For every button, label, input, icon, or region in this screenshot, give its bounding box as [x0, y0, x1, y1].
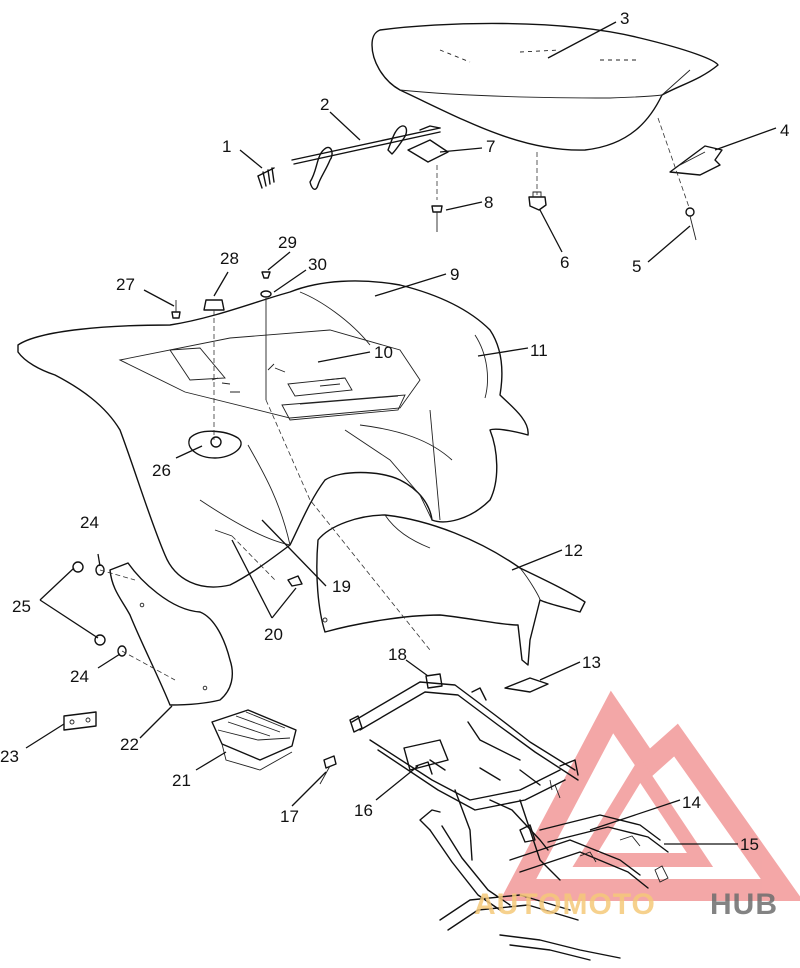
leader-lines [25, 21, 777, 845]
callout-25: 25 [12, 597, 31, 616]
callout-9: 9 [450, 265, 459, 284]
callout-6: 6 [560, 253, 569, 272]
watermark-automoto: AUTOMOTO [474, 888, 656, 921]
callout-19: 19 [332, 577, 351, 596]
callout-24-bottom: 24 [70, 667, 89, 686]
callout-21: 21 [172, 771, 191, 790]
callout-23: 23 [0, 747, 19, 766]
watermark-text: AUTOMOTO HUB [474, 888, 778, 921]
callout-15: 15 [740, 835, 759, 854]
callout-27: 27 [116, 275, 135, 294]
part-labels: 1 2 3 4 5 6 7 8 9 10 11 12 13 14 15 16 1… [0, 9, 789, 854]
callout-28: 28 [220, 249, 239, 268]
callout-30: 30 [308, 255, 327, 274]
callout-4: 4 [780, 121, 789, 140]
callout-16: 16 [354, 801, 373, 820]
callout-1: 1 [222, 137, 231, 156]
callout-17: 17 [280, 807, 299, 826]
rear-fender [17, 280, 529, 588]
front-fender [316, 514, 586, 666]
latch-screw [431, 165, 443, 232]
callout-2: 2 [320, 95, 329, 114]
latch-rod [291, 125, 441, 190]
callout-7: 7 [486, 137, 495, 156]
fastener-19 [287, 575, 303, 587]
callout-24-top: 24 [80, 513, 99, 532]
seat-nut [528, 191, 547, 211]
callout-10: 10 [374, 343, 393, 362]
callout-20: 20 [264, 625, 283, 644]
callout-29: 29 [278, 233, 297, 252]
seat-fastener [685, 207, 697, 241]
footrest [211, 709, 297, 771]
callout-5: 5 [632, 257, 641, 276]
callout-11: 11 [530, 341, 548, 360]
callout-13: 13 [582, 653, 601, 672]
watermark-hub: HUB [710, 888, 778, 921]
seat-latch-bracket [669, 145, 723, 176]
callout-3: 3 [620, 9, 629, 28]
fastener-17 [319, 755, 337, 785]
reflector-plate [63, 711, 97, 731]
callout-8: 8 [484, 193, 493, 212]
seat [371, 22, 719, 151]
fender-bracket [504, 677, 549, 693]
fastener-20 [214, 529, 276, 581]
seat-guide-line-b [657, 117, 691, 211]
callout-14: 14 [682, 793, 701, 812]
callout-18: 18 [388, 645, 407, 664]
fastener-18 [425, 673, 443, 689]
latch-spring [257, 167, 275, 189]
callout-26: 26 [152, 461, 171, 480]
latch-plate [407, 139, 449, 163]
fastener-28 [203, 299, 225, 440]
watermark-logo [499, 690, 800, 901]
callout-22: 22 [120, 735, 139, 754]
watermark-triangle-inner [572, 756, 714, 867]
fastener-27 [171, 300, 181, 319]
frame [349, 681, 669, 961]
watermark-triangle-outer [499, 690, 800, 901]
mud-flap [109, 562, 233, 706]
fastener-29-30 [260, 271, 431, 651]
callout-12: 12 [564, 541, 583, 560]
